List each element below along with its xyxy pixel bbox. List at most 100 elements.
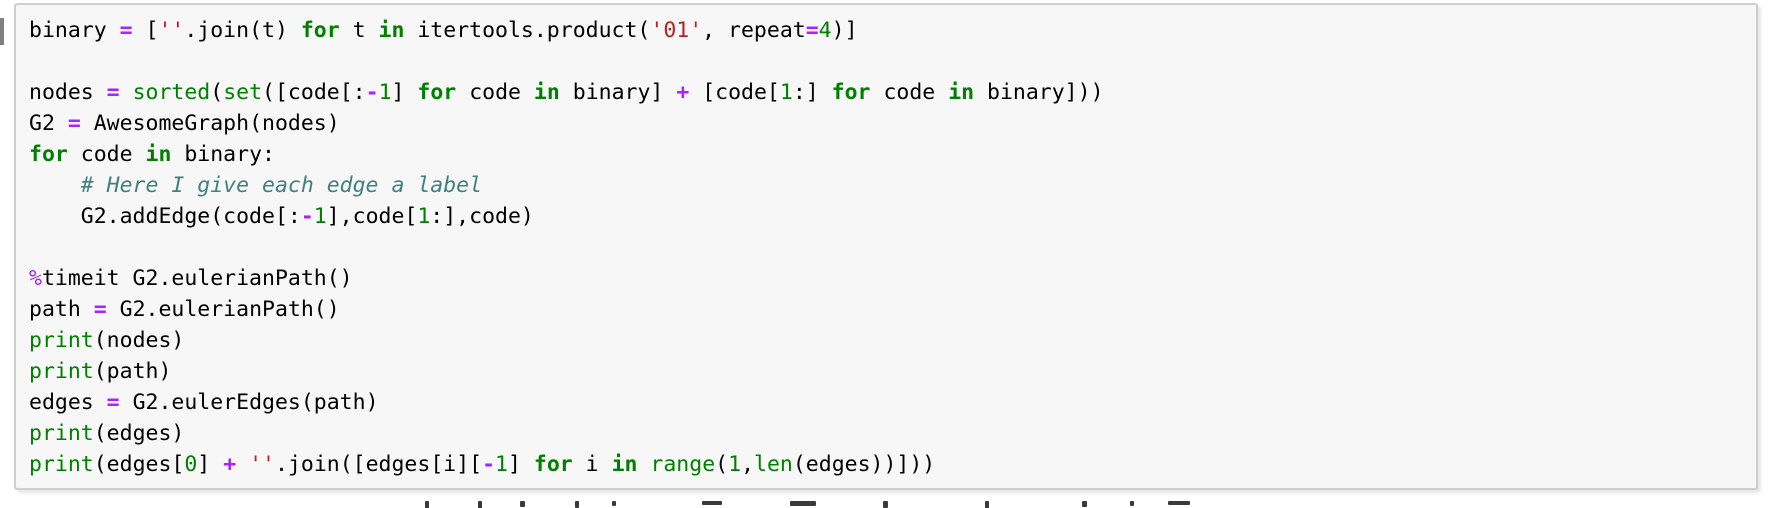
code-token: 1 xyxy=(728,452,742,477)
code-token: for xyxy=(417,80,457,105)
code-token: + xyxy=(223,452,237,477)
code-token: 1 xyxy=(495,452,508,477)
code-token: 4 xyxy=(818,18,832,43)
code-token: , xyxy=(741,452,755,477)
code-token: - xyxy=(365,80,379,105)
code-token: timeit G2.eulerianPath() xyxy=(41,266,353,291)
code-token: AwesomeGraph(nodes) xyxy=(80,111,340,136)
code-token: binary: xyxy=(171,142,275,167)
code-token: in xyxy=(611,452,638,477)
code-token: G2.addEdge(code[: xyxy=(29,204,301,229)
code-token: binary xyxy=(29,18,120,43)
code-token: = xyxy=(106,80,120,105)
code-token: in xyxy=(948,80,975,105)
code-token: print xyxy=(29,421,94,446)
code-token: G2.eulerianPath() xyxy=(106,297,340,322)
code-token: print xyxy=(29,359,94,384)
code-token: , repeat xyxy=(702,18,806,43)
clipped-next-row-glyph-tops xyxy=(0,499,1780,508)
code-token: = xyxy=(67,111,81,136)
code-line: binary = [''.join(t) for t in itertools.… xyxy=(29,15,1743,46)
glyph-top-fragment xyxy=(790,501,816,506)
code-token: ( xyxy=(210,80,224,105)
code-token: ] xyxy=(508,452,534,477)
code-token: '' xyxy=(158,18,185,43)
code-token xyxy=(29,173,81,198)
code-token: binary])) xyxy=(974,80,1104,105)
glyph-top-fragment xyxy=(1082,501,1087,507)
code-token: (edges) xyxy=(93,421,185,446)
code-token: len xyxy=(754,452,793,477)
glyph-top-fragment xyxy=(1130,501,1134,506)
code-token: = xyxy=(805,18,819,43)
glyph-top-fragment xyxy=(883,501,888,508)
code-token: :] xyxy=(792,80,832,105)
code-token: [code[ xyxy=(689,80,780,105)
code-token: ] xyxy=(197,452,224,477)
code-token: for xyxy=(831,80,871,105)
glyph-top-fragment xyxy=(985,501,989,508)
code-token: = xyxy=(119,18,133,43)
code-token: t xyxy=(339,18,379,43)
code-token: .join([edges[i][ xyxy=(274,452,483,477)
cell-prompt-fragment xyxy=(0,18,4,45)
code-token: (edges[ xyxy=(93,452,185,477)
code-token: G2 xyxy=(29,111,68,136)
glyph-top-fragment xyxy=(1168,501,1190,505)
code-token: for xyxy=(300,18,340,43)
code-token: for xyxy=(29,142,68,167)
code-token: ( xyxy=(715,452,729,477)
code-token: edges xyxy=(29,390,107,415)
code-token: (nodes) xyxy=(93,328,185,353)
code-line xyxy=(29,232,1743,263)
code-token: ] xyxy=(391,80,418,105)
code-token: G2.eulerEdges(path) xyxy=(119,390,379,415)
glyph-top-fragment xyxy=(478,501,482,508)
code-token: - xyxy=(482,452,496,477)
code-token: 1 xyxy=(378,80,392,105)
code-token: range xyxy=(650,452,716,477)
code-line: print(nodes) xyxy=(29,325,1743,356)
code-line: %timeit G2.eulerianPath() xyxy=(29,263,1743,294)
code-token: = xyxy=(93,297,107,322)
code-line: edges = G2.eulerEdges(path) xyxy=(29,387,1743,418)
code-line: # Here I give each edge a label xyxy=(29,170,1743,201)
code-token: itertools.product( xyxy=(404,18,651,43)
code-token: in xyxy=(378,18,405,43)
code-token: # Here I give each edge a label xyxy=(80,173,483,198)
code-token: (path) xyxy=(93,359,172,384)
code-token: 1 xyxy=(779,80,793,105)
glyph-top-fragment xyxy=(575,501,579,508)
code-token: ([code[: xyxy=(262,80,366,105)
glyph-top-fragment xyxy=(520,501,525,507)
code-token: set xyxy=(223,80,263,105)
code-token: print xyxy=(29,452,94,477)
code-line: for code in binary: xyxy=(29,139,1743,170)
code-token: + xyxy=(676,80,690,105)
code-token: % xyxy=(29,266,42,291)
code-editor[interactable]: binary = [''.join(t) for t in itertools.… xyxy=(16,5,1756,490)
code-token: )] xyxy=(831,18,858,43)
code-line: G2 = AwesomeGraph(nodes) xyxy=(29,108,1743,139)
code-token: '01' xyxy=(650,18,703,43)
code-token: 1 xyxy=(313,204,327,229)
code-token: '' xyxy=(249,452,275,477)
code-token: in xyxy=(145,142,172,167)
code-token: i xyxy=(572,452,612,477)
code-token: ],code[ xyxy=(326,204,418,229)
code-token xyxy=(236,452,249,477)
code-line: print(edges[0] + ''.join([edges[i][-1] f… xyxy=(29,449,1743,480)
code-line xyxy=(29,46,1743,77)
glyph-top-fragment xyxy=(612,501,616,506)
code-token: in xyxy=(533,80,560,105)
glyph-top-fragment xyxy=(425,501,429,508)
code-cell[interactable]: binary = [''.join(t) for t in itertools.… xyxy=(14,3,1758,490)
code-line: print(edges) xyxy=(29,418,1743,449)
code-line: G2.addEdge(code[:-1],code[1:],code) xyxy=(29,201,1743,232)
code-token: print xyxy=(29,328,94,353)
code-token: :],code) xyxy=(430,204,534,229)
code-token: nodes xyxy=(29,80,107,105)
code-token: 0 xyxy=(184,452,198,477)
code-line: nodes = sorted(set([code[:-1] for code i… xyxy=(29,77,1743,108)
glyph-top-fragment xyxy=(702,501,722,505)
